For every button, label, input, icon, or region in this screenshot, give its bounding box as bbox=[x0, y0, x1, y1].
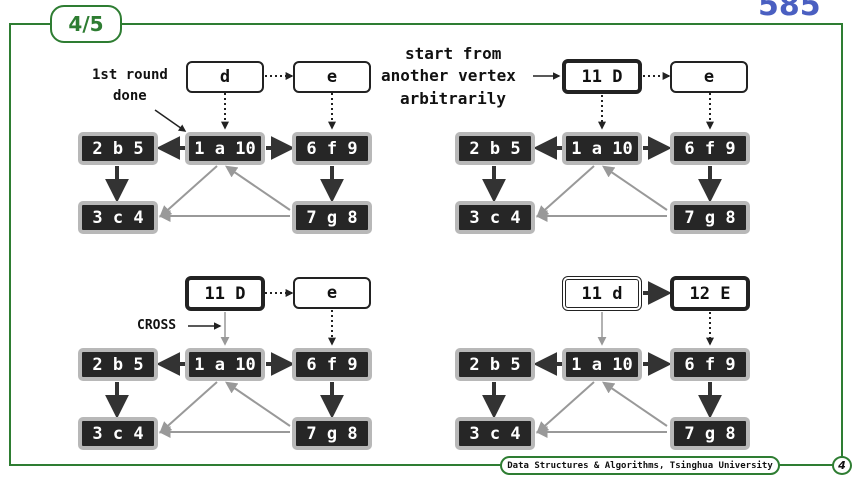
footer-page-number: 4 bbox=[832, 456, 852, 475]
node-g: 7 g 8 bbox=[292, 201, 372, 234]
page-number: 585 bbox=[758, 0, 821, 23]
node-a: 1 a 10 bbox=[562, 132, 642, 165]
node-b: 2 b 5 bbox=[455, 132, 535, 165]
step-badge: 4/5 bbox=[50, 5, 122, 43]
panel-br-edges bbox=[482, 281, 722, 438]
annotation-1st-round: 1st round bbox=[92, 67, 168, 83]
annotation-start-from: start from bbox=[405, 44, 502, 63]
annotation-another-vertex: another vertex bbox=[381, 66, 516, 85]
node-c: 3 c 4 bbox=[78, 201, 158, 234]
node-e: e bbox=[293, 277, 371, 309]
node-b: 2 b 5 bbox=[78, 348, 158, 381]
pointer-1st-round bbox=[154, 109, 187, 132]
node-a: 1 a 10 bbox=[185, 132, 265, 165]
node-f: 6 f 9 bbox=[670, 132, 750, 165]
node-c: 3 c 4 bbox=[78, 417, 158, 450]
annotation-cross: CROSS bbox=[137, 318, 177, 333]
node-e: e bbox=[670, 61, 748, 93]
panel-tl-edges bbox=[105, 72, 344, 222]
node-E: 12 E bbox=[670, 276, 750, 311]
edge-a-c bbox=[159, 381, 218, 434]
edge-a-c bbox=[159, 165, 218, 218]
slide-frame bbox=[9, 23, 843, 466]
node-D: 11 D bbox=[562, 59, 642, 94]
node-g: 7 g 8 bbox=[292, 417, 372, 450]
node-g: 7 g 8 bbox=[670, 417, 750, 450]
annotation-arbitrarily: arbitrarily bbox=[400, 89, 506, 108]
node-D: 11 D bbox=[185, 276, 265, 311]
node-b: 2 b 5 bbox=[78, 132, 158, 165]
edge-g-a bbox=[225, 381, 291, 427]
node-d: 11 d bbox=[562, 276, 642, 311]
edge-a-c bbox=[536, 381, 595, 434]
edge-g-a bbox=[602, 381, 668, 427]
node-g: 7 g 8 bbox=[670, 201, 750, 234]
node-f: 6 f 9 bbox=[292, 348, 372, 381]
node-c: 3 c 4 bbox=[455, 417, 535, 450]
edge-g-a bbox=[225, 165, 291, 211]
edge-a-c bbox=[536, 165, 595, 218]
node-e: e bbox=[293, 61, 371, 93]
node-d: d bbox=[186, 61, 264, 93]
annotation-done: done bbox=[113, 88, 147, 104]
panel-bl-edges bbox=[105, 289, 344, 438]
node-a: 1 a 10 bbox=[185, 348, 265, 381]
node-f: 6 f 9 bbox=[292, 132, 372, 165]
node-f: 6 f 9 bbox=[670, 348, 750, 381]
footer-course-label: Data Structures & Algorithms, Tsinghua U… bbox=[500, 456, 780, 475]
node-a: 1 a 10 bbox=[562, 348, 642, 381]
node-b: 2 b 5 bbox=[455, 348, 535, 381]
panel-tr-edges bbox=[482, 72, 722, 222]
edge-g-a bbox=[602, 165, 668, 211]
node-c: 3 c 4 bbox=[455, 201, 535, 234]
